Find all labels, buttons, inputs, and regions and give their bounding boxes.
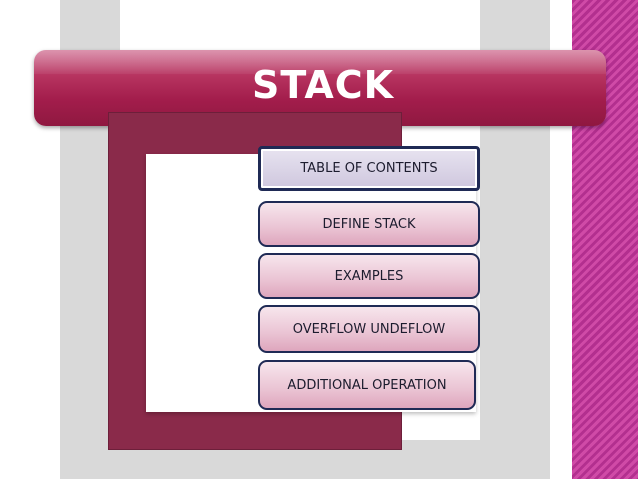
toc-item-additional-operation[interactable]: ADDITIONAL OPERATION xyxy=(258,360,476,410)
title-banner-shine xyxy=(34,50,606,74)
page-title: STACK xyxy=(252,63,395,107)
toc-item-define-stack[interactable]: DEFINE STACK xyxy=(258,201,480,247)
toc-item-overflow-underflow[interactable]: OVERFLOW UNDEFLOW xyxy=(258,305,480,353)
toc-item-examples[interactable]: EXAMPLES xyxy=(258,253,480,299)
toc-header-button[interactable]: TABLE OF CONTENTS xyxy=(258,146,480,191)
